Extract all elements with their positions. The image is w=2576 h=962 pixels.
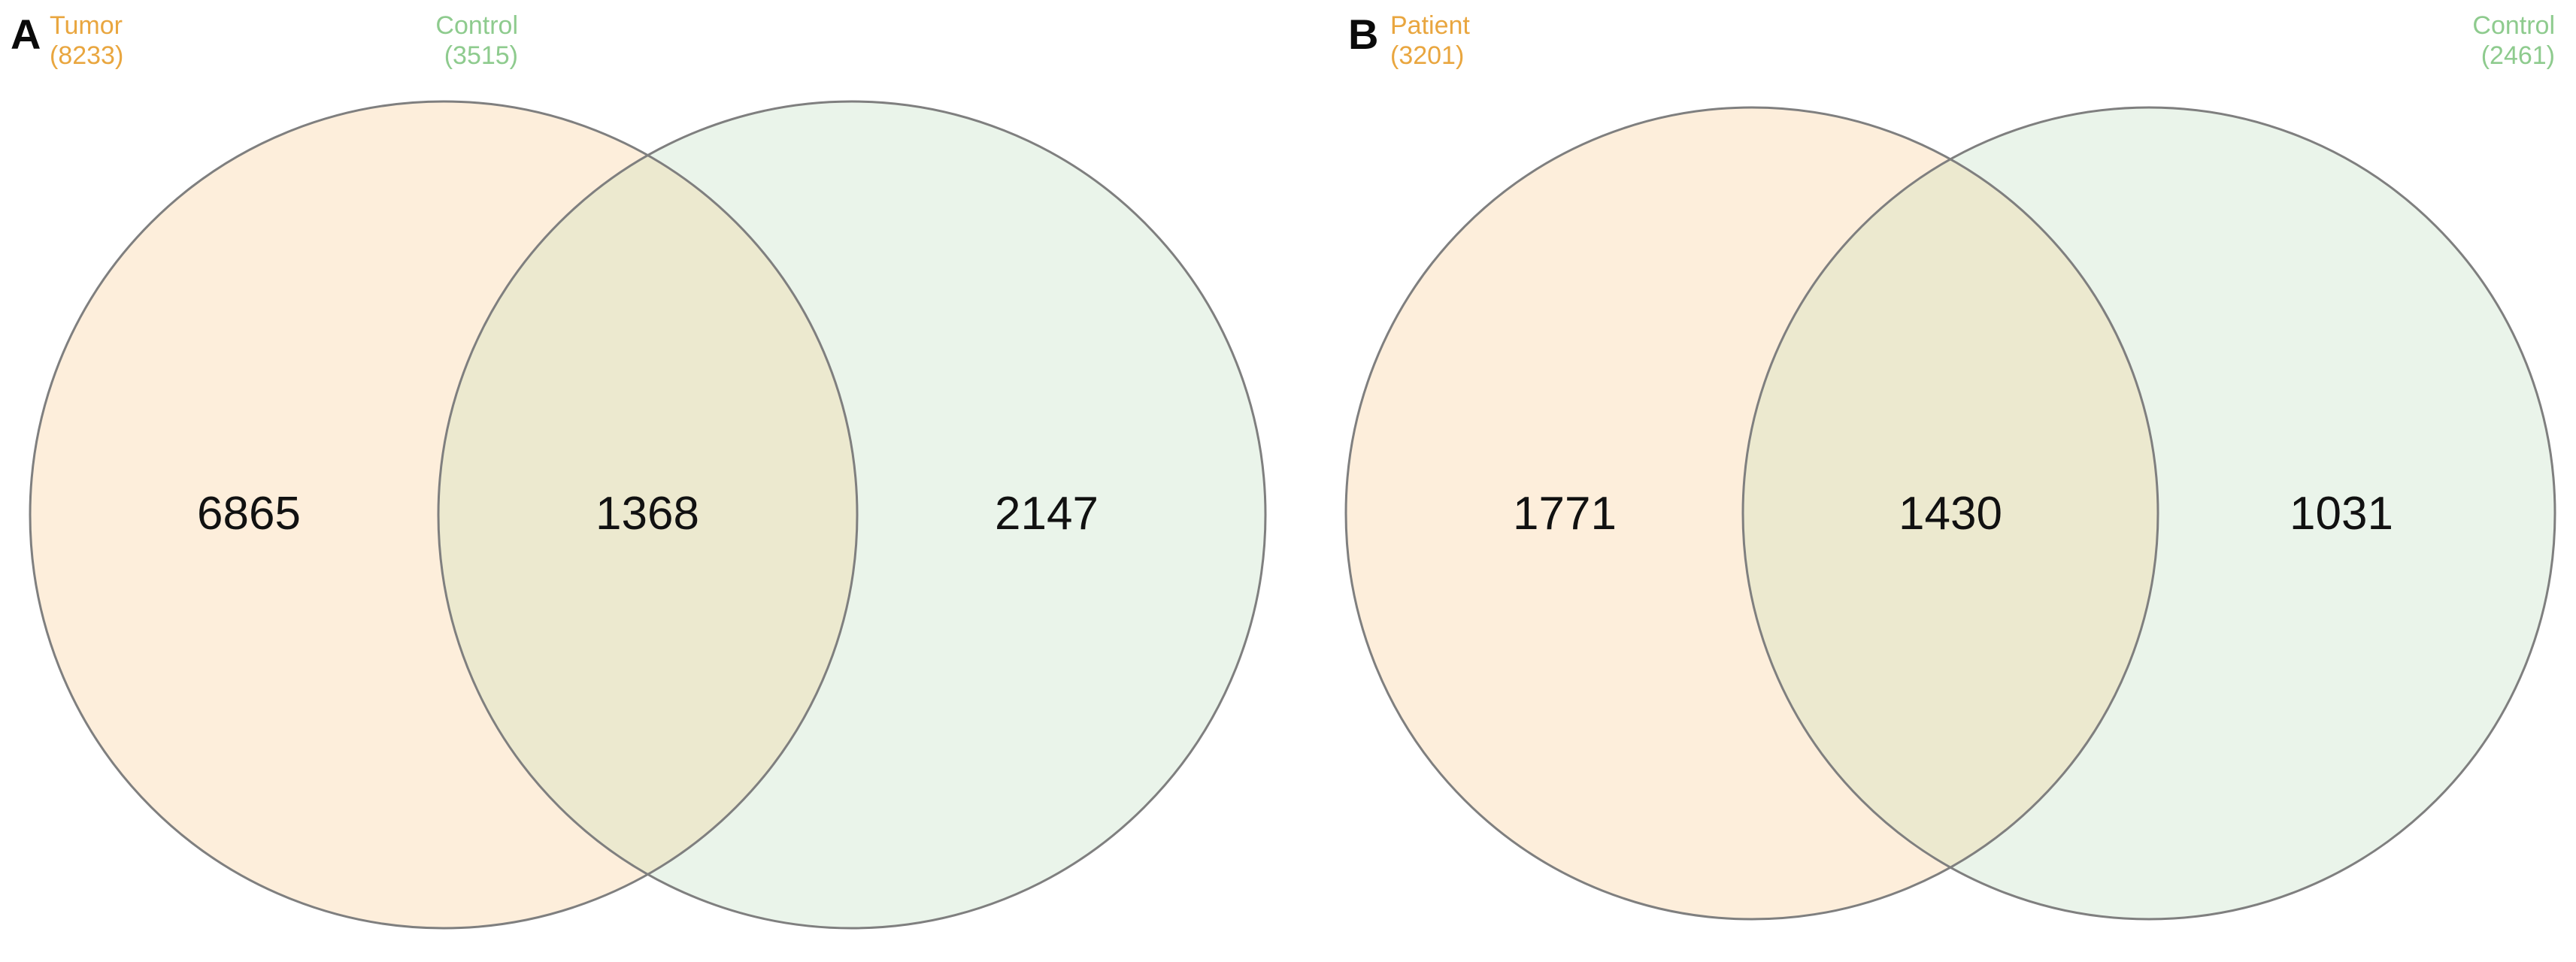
panel-letter-a: A <box>11 11 41 58</box>
venn-circle-left-outline-a <box>29 100 859 930</box>
set-count-right-a: (3515) <box>444 41 518 70</box>
set-name-left-b: Patient <box>1390 11 1470 40</box>
venn-diagram-a <box>29 100 1267 930</box>
set-label-left-a: Tumor (8233) <box>50 11 123 71</box>
panel-a: A Tumor (8233) Control (3515) 6865 1368 … <box>11 11 1267 930</box>
venn-count-left-only-a: 6865 <box>197 488 301 540</box>
set-label-right-b: Control (2461) <box>2472 11 2555 71</box>
venn-diagram-b <box>1344 106 2556 921</box>
set-count-left-b: (3201) <box>1390 41 1465 70</box>
venn-count-intersection-a: 1368 <box>596 488 699 540</box>
set-label-right-a: Control (3515) <box>435 11 518 71</box>
venn-overlap-a <box>438 101 857 928</box>
venn-count-right-only-b: 1031 <box>2290 488 2393 540</box>
venn-count-left-only-b: 1771 <box>1513 488 1617 540</box>
set-count-left-a: (8233) <box>50 41 124 70</box>
venn-circle-right-outline-a <box>437 100 1267 930</box>
set-name-right-a: Control <box>435 11 518 40</box>
panel-letter-b: B <box>1348 11 1379 58</box>
venn-circle-right-outline-b <box>1741 106 2556 921</box>
set-name-left-a: Tumor <box>50 11 123 40</box>
set-name-right-b: Control <box>2472 11 2555 40</box>
venn-circle-left-outline-b <box>1344 106 2159 921</box>
panel-b: B Patient (3201) Control (2461) 1771 143… <box>1288 0 2576 962</box>
set-label-left-b: Patient (3201) <box>1390 11 1470 71</box>
venn-overlap-b <box>1743 107 2158 919</box>
venn-count-right-only-a: 2147 <box>995 488 1099 540</box>
set-count-right-b: (2461) <box>2481 41 2555 70</box>
venn-count-intersection-b: 1430 <box>1899 488 2002 540</box>
